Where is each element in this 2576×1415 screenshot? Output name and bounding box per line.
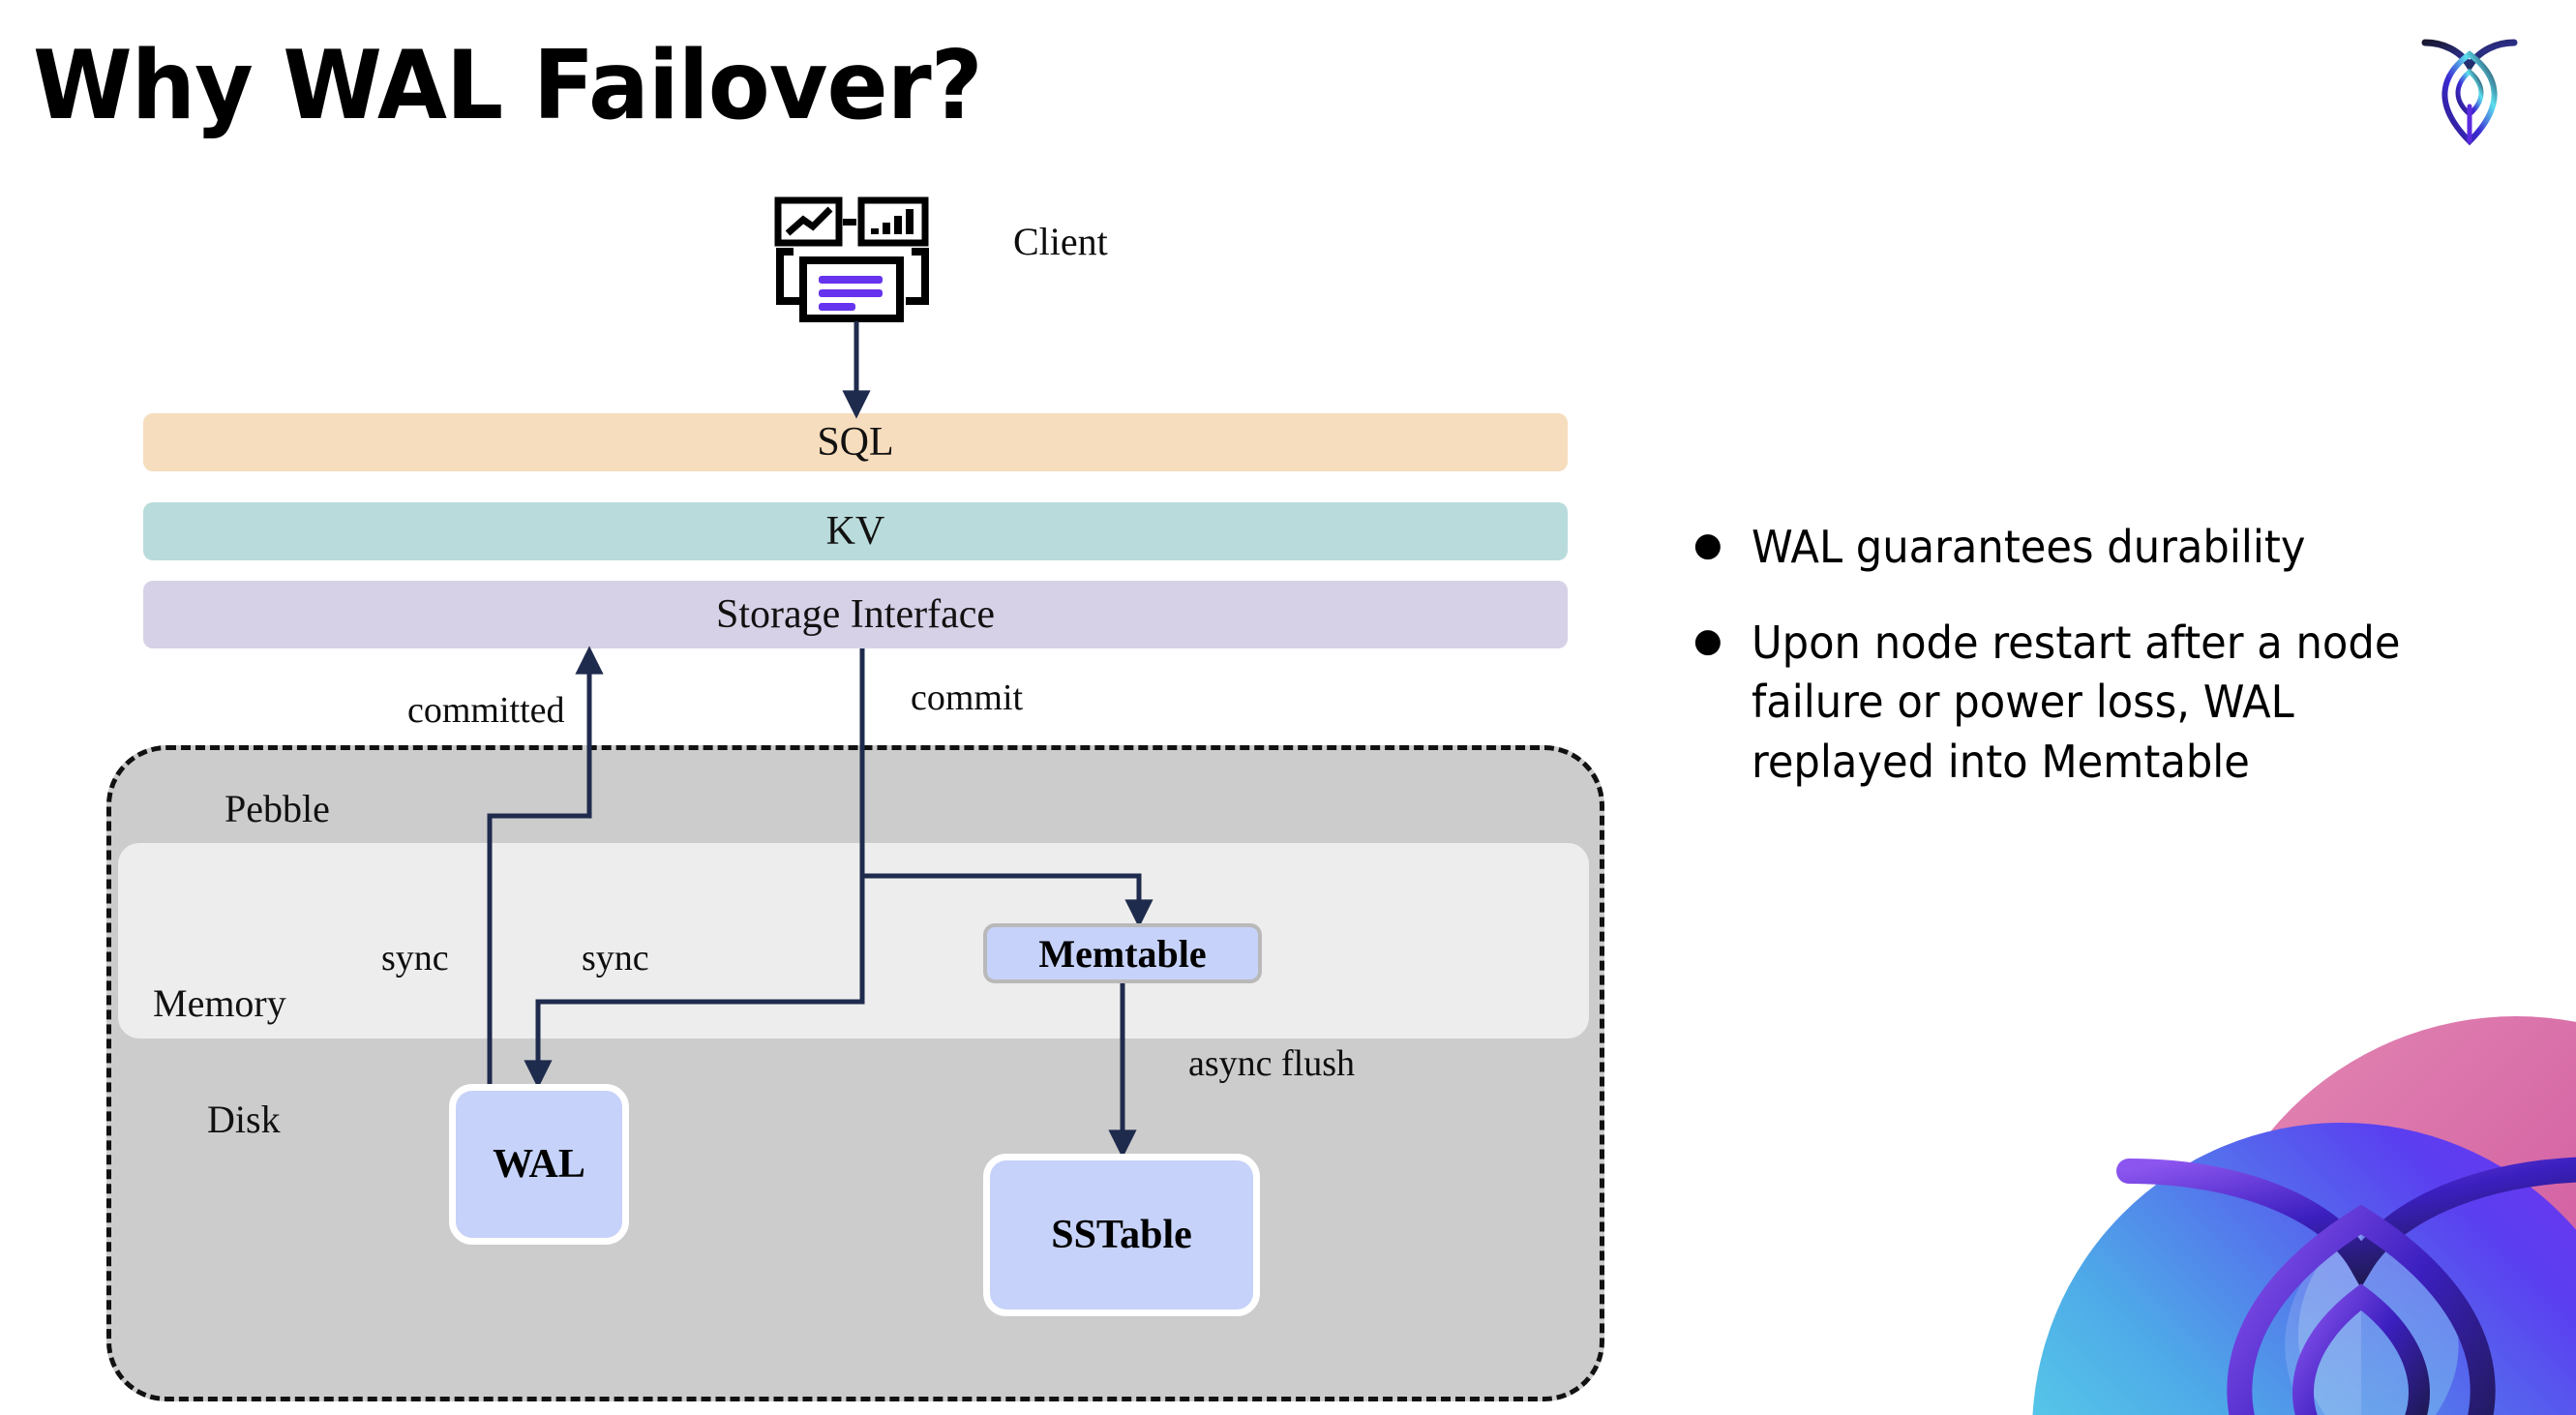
layer-bar-storage-interface: Storage Interface — [143, 581, 1568, 648]
node-wal[interactable]: WAL — [449, 1084, 629, 1245]
layer-bar-storage-interface-label: Storage Interface — [716, 592, 995, 637]
edge-label-sync-right: sync — [582, 938, 649, 978]
page-title: Why WAL Failover? — [33, 31, 983, 141]
client-label: Client — [1013, 220, 1108, 263]
node-memtable[interactable]: Memtable — [983, 923, 1262, 983]
edge-label-sync-left: sync — [381, 938, 449, 978]
layer-bar-sql: SQL — [143, 413, 1568, 471]
cockroach-labs-logo-icon — [2417, 29, 2522, 147]
bullet-marker-icon: ● — [1693, 526, 1722, 564]
bullet-list: ● WAL guarantees durability ● Upon node … — [1693, 518, 2535, 828]
node-wal-label: WAL — [493, 1142, 585, 1187]
bullet-marker-icon: ● — [1693, 621, 1722, 661]
cockroach-labs-watermark-icon — [1974, 929, 2576, 1415]
pebble-label: Pebble — [225, 787, 330, 830]
layer-bar-kv-label: KV — [825, 509, 885, 554]
edge-label-async-flush: async flush — [1188, 1043, 1356, 1084]
bullet-text: WAL guarantees durability — [1752, 521, 2306, 573]
list-item: ● Upon node restart after a node failure… — [1693, 614, 2535, 792]
layer-bar-sql-label: SQL — [817, 420, 894, 465]
layer-bar-kv: KV — [143, 502, 1568, 560]
memory-region — [118, 843, 1589, 1039]
edge-label-committed: committed — [407, 690, 565, 731]
memory-label: Memory — [153, 981, 286, 1025]
bullet-text: Upon node restart after a node failure o… — [1752, 617, 2401, 788]
list-item: ● WAL guarantees durability — [1693, 518, 2535, 577]
node-sstable-label: SSTable — [1051, 1213, 1192, 1257]
node-memtable-label: Memtable — [1038, 931, 1207, 976]
node-sstable[interactable]: SSTable — [983, 1154, 1260, 1316]
disk-label: Disk — [207, 1098, 281, 1141]
client-dashboard-icon — [774, 196, 931, 322]
edge-label-commit: commit — [911, 677, 1024, 718]
